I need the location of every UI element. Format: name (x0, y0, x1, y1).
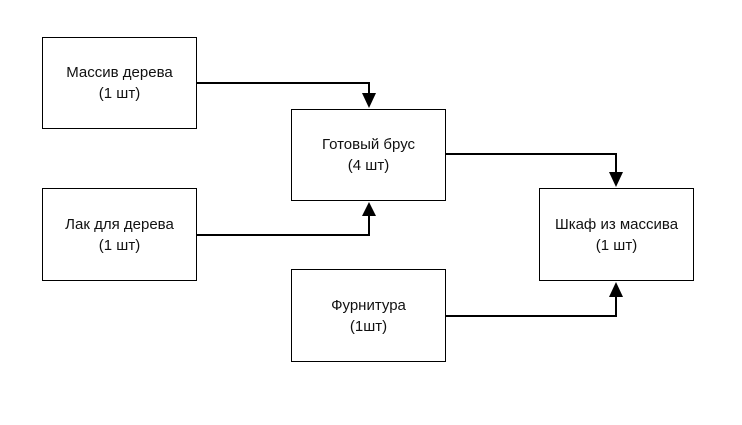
arrow-down-icon (362, 93, 376, 108)
node-label: Лак для дерева (65, 215, 174, 233)
edge-beam-to-cabinet (446, 153, 623, 187)
node-fittings: Фурнитура (1шт) (291, 269, 446, 362)
node-solid-wood-cabinet: Шкаф из массива (1 шт) (539, 188, 694, 281)
arrow-up-icon (609, 282, 623, 297)
node-finished-beam: Готовый брус (4 шт) (291, 109, 446, 201)
node-quantity: (1шт) (349, 317, 388, 335)
node-quantity: (1 шт) (98, 236, 141, 254)
node-label: Массив дерева (66, 64, 173, 81)
node-label: Готовый брус (321, 136, 416, 153)
node-quantity: (1 шт) (595, 236, 638, 254)
node-solid-wood: Массив дерева (1 шт) (42, 37, 197, 129)
connector-line (446, 153, 617, 174)
connector-line (197, 82, 370, 95)
edge-fittings-to-cabinet (446, 282, 623, 317)
edge-lacquer-to-beam (197, 202, 376, 236)
node-quantity: (4 шт) (347, 157, 390, 174)
edge-wood-to-beam (197, 82, 376, 108)
connector-line (197, 214, 370, 236)
node-label: Фурнитура (331, 296, 406, 314)
arrow-down-icon (609, 172, 623, 187)
node-wood-lacquer: Лак для дерева (1 шт) (42, 188, 197, 281)
arrow-up-icon (362, 202, 376, 216)
node-label: Шкаф из массива (554, 215, 679, 233)
node-quantity: (1 шт) (98, 85, 141, 102)
connector-line (446, 295, 617, 317)
